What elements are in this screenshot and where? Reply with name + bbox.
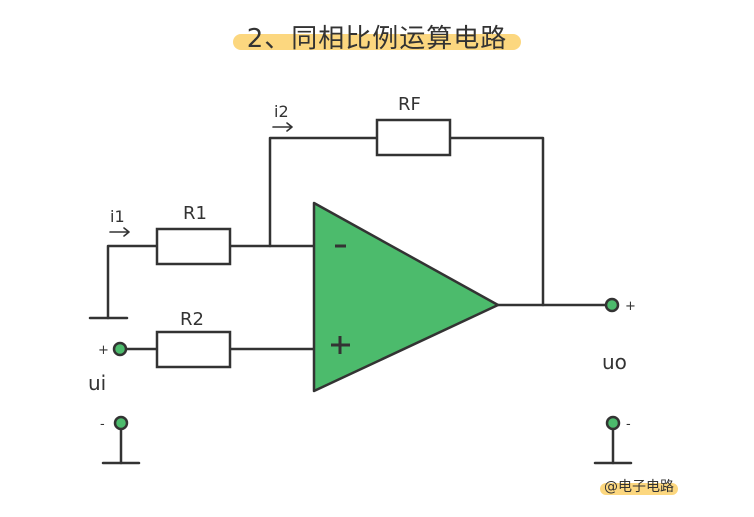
opamp-plus-sign (331, 336, 350, 354)
terminal-ui-plus (112, 341, 128, 357)
label-i2: i2 (274, 102, 289, 121)
arrow-i1 (109, 227, 130, 237)
watermark-text: @电子电路 (604, 479, 674, 495)
label-uo-minus: - (626, 417, 631, 432)
label-r2: R2 (180, 309, 204, 330)
label-r1: R1 (183, 203, 207, 224)
terminal-ui-minus (113, 415, 129, 431)
label-i1: i1 (110, 207, 125, 226)
arrow-i2 (272, 122, 293, 132)
title-banner: 2、同相比例运算电路 (0, 14, 754, 58)
wire-ground-to-r1 (106, 244, 159, 320)
resistor-rf (375, 118, 452, 157)
wire-feedback-right (448, 136, 545, 307)
label-ui-plus: + (98, 343, 109, 358)
label-ui-minus: - (100, 417, 105, 432)
watermark: @电子电路 (600, 476, 678, 496)
label-uo: uo (602, 350, 627, 374)
terminal-uo-minus (605, 415, 621, 431)
wire-feedback-left (268, 136, 379, 248)
terminal-uo-plus (604, 297, 620, 313)
label-rf: RF (398, 94, 421, 115)
label-ui: ui (88, 371, 106, 395)
resistor-r2 (155, 330, 232, 369)
label-uo-plus: + (625, 299, 636, 314)
title-highlight: 2、同相比例运算电路 (232, 16, 522, 57)
page-title: 2、同相比例运算电路 (246, 23, 508, 54)
opamp-triangle (312, 201, 500, 393)
resistor-r1 (155, 227, 232, 266)
